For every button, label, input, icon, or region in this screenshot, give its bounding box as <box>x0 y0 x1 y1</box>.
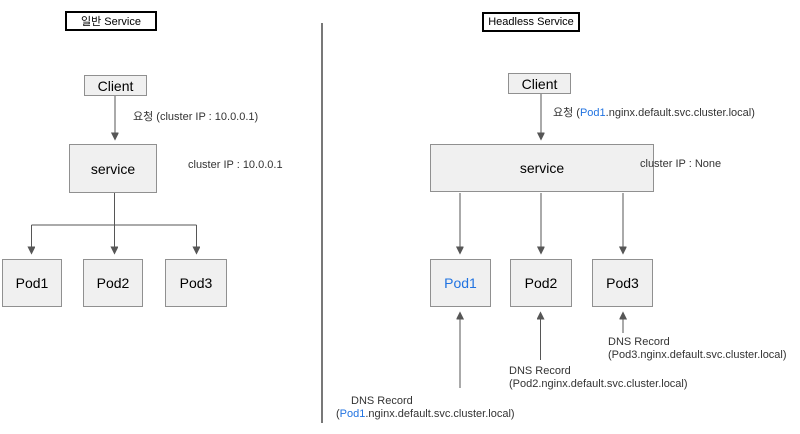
left-pod1-node: Pod1 <box>2 259 62 307</box>
dns-record-pod3: DNS Record (Pod3.nginx.default.svc.clust… <box>608 336 787 362</box>
right-pod2-node: Pod2 <box>510 259 572 307</box>
left-pod2-node: Pod2 <box>83 259 143 307</box>
dns-record-title: DNS Record <box>509 365 571 377</box>
left-service-node: service <box>69 144 157 193</box>
dns-record-title: DNS Record <box>608 336 670 348</box>
request-suffix: .nginx.default.svc.cluster.local) <box>605 107 755 119</box>
right-dns-to-pod-arrows <box>460 313 623 388</box>
right-service-to-pod-arrows <box>460 193 623 253</box>
dns-record-pod2: DNS Record (Pod2.nginx.default.svc.clust… <box>509 365 688 391</box>
left-client-node: Client <box>84 75 147 96</box>
right-pod1-node: Pod1 <box>430 259 491 307</box>
dns-record-value: (Pod3.nginx.default.svc.cluster.local) <box>608 349 787 361</box>
right-cluster-ip-label: cluster IP : None <box>640 158 722 170</box>
right-panel-title: Headless Service <box>482 12 580 32</box>
right-request-label: 요청 (Pod1.nginx.default.svc.cluster.local… <box>553 107 755 120</box>
request-prefix: 요청 ( <box>553 107 580 119</box>
right-client-node: Client <box>508 73 571 94</box>
dns-record-value: (Pod2.nginx.default.svc.cluster.local) <box>509 378 688 390</box>
dns-record-value: (Pod1.nginx.default.svc.cluster.local) <box>336 408 515 420</box>
right-service-node: service <box>430 144 654 192</box>
left-request-label: 요청 (cluster IP : 10.0.0.1) <box>133 111 259 123</box>
dns-record-title: DNS Record <box>351 395 413 407</box>
left-service-to-pods-connector <box>32 193 197 253</box>
dns-record-pod1: DNS Record (Pod1.nginx.default.svc.clust… <box>336 395 515 421</box>
dns-record-pod-name: Pod1 <box>339 408 366 420</box>
left-panel-title: 일반 Service <box>65 11 157 31</box>
left-pod3-node: Pod3 <box>165 259 227 307</box>
request-pod-name: Pod1 <box>579 107 606 119</box>
right-pod3-node: Pod3 <box>592 259 653 307</box>
left-cluster-ip-label: cluster IP : 10.0.0.1 <box>188 159 283 171</box>
